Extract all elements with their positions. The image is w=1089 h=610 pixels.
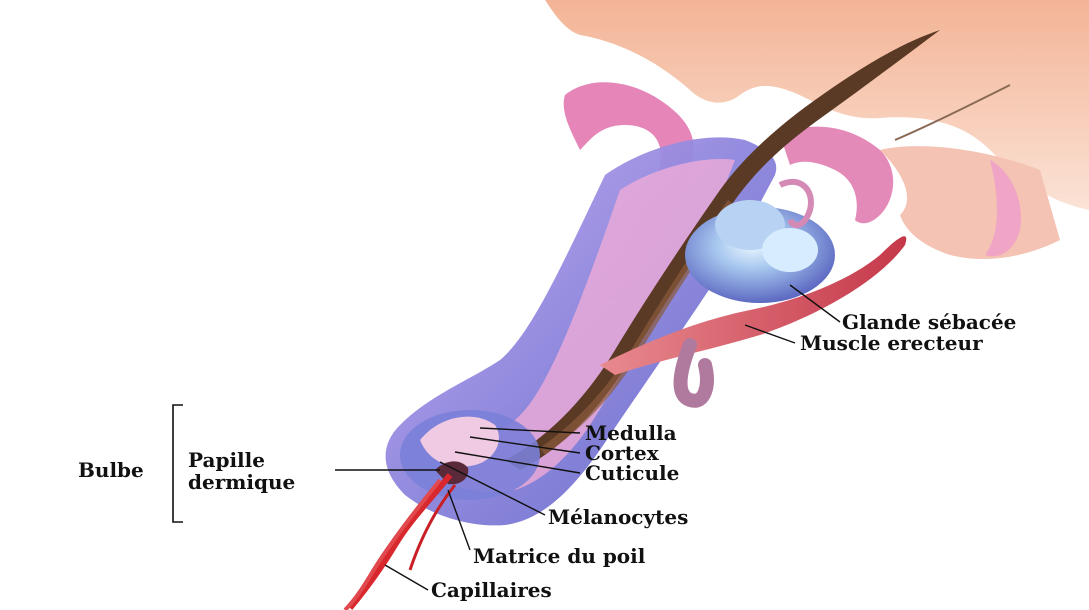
bulbe-bracket (173, 405, 183, 522)
label-papille: Papille (188, 449, 265, 471)
label-matrice-du-poil: Matrice du poil (473, 545, 645, 567)
leader-capillaires (385, 565, 428, 590)
label-dermique: dermique (188, 471, 295, 493)
label-glande-sebacee: Glande sébacée (842, 311, 1016, 333)
label-cuticule: Cuticule (585, 462, 679, 484)
label-bulbe: Bulbe (78, 459, 144, 481)
label-muscle-erecteur: Muscle erecteur (800, 332, 983, 354)
label-capillaires: Capillaires (431, 579, 552, 601)
label-melanocytes: Mélanocytes (548, 506, 688, 528)
